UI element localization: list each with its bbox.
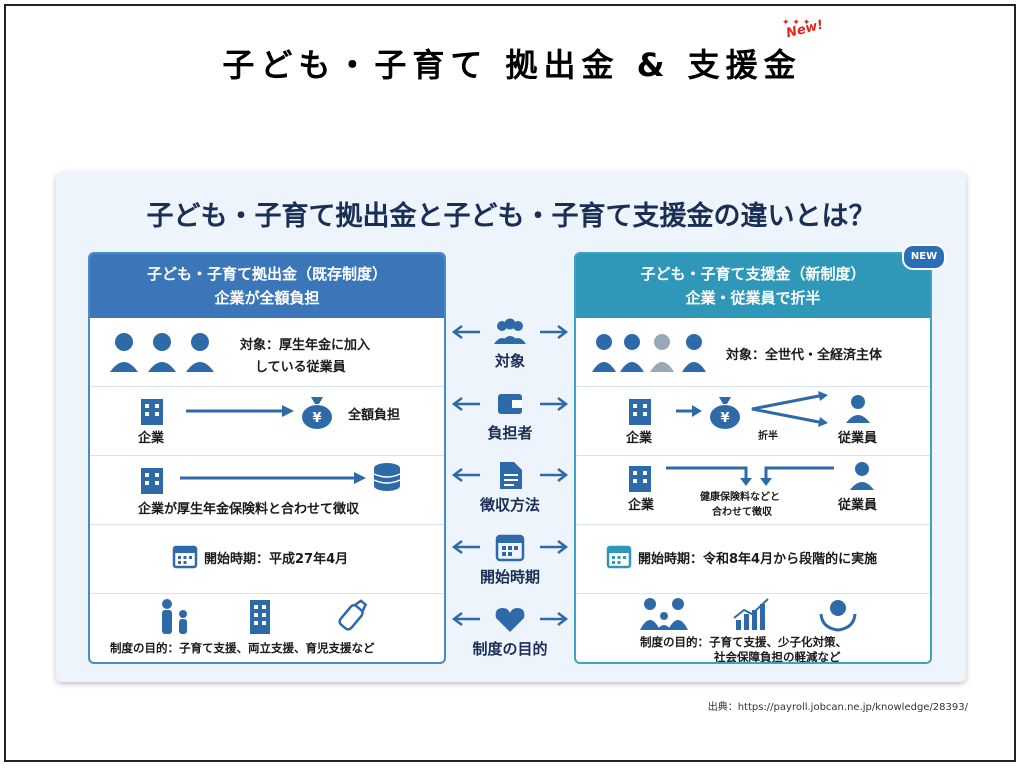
infographic: 子ども・子育て拠出金と子ども・子育て支援金の違いとは？ 子ども・子育て拠出金（既…: [56, 172, 966, 682]
right-panel-new: 子ども・子育て支援金（新制度） 企業・従業員で折半 対象：全世代・全経済主体 企…: [574, 252, 932, 664]
svg-text:¥: ¥: [312, 411, 321, 426]
parent-child-icon: [162, 599, 187, 634]
axis-label-burden: 負担者: [487, 424, 533, 442]
arrow-right-icon: [186, 405, 294, 417]
building-icon: [629, 399, 651, 425]
left-row-target: 対象：厚生年金に加入 している従業員: [90, 318, 444, 387]
building-icon: [141, 399, 163, 425]
axis-label-collection: 徴収方法: [479, 496, 540, 514]
left-row-collection: 企業が厚生年金保険料と合わせて徴収: [90, 456, 444, 525]
double-arrow-icon: [451, 318, 569, 344]
axis-item-target: 対象: [450, 310, 570, 380]
left-row-purpose: 制度の目的：子育て支援、両立支援、育児支援など: [90, 594, 444, 662]
left-panel-header: 子ども・子育て拠出金（既存制度） 企業が全額負担: [90, 254, 444, 318]
axis-item-start: 開始時期: [450, 526, 570, 596]
infographic-title: 子ども・子育て拠出金と子ども・子育て支援金の違いとは？: [146, 201, 876, 232]
svg-text:¥: ¥: [720, 411, 729, 426]
slide-title: 子ども・子育て 拠出金 & 支援金: [222, 46, 802, 84]
support-hands-icon: [819, 600, 857, 632]
money-bag-icon: ¥: [710, 397, 740, 429]
building-icon: [141, 468, 163, 494]
calendar-icon: [451, 534, 569, 562]
axis-label-start: 開始時期: [479, 568, 540, 586]
growth-chart-icon: [733, 598, 769, 630]
merge-arrow-icon: [666, 466, 834, 486]
person-icon: [850, 462, 874, 490]
document-icon: [451, 462, 569, 489]
sparkle-icon: ✦ ✦ ✦: [782, 18, 811, 28]
wallet-icon: [451, 394, 569, 414]
money-bag-icon: ¥: [302, 397, 332, 429]
axis-label-target: 対象: [494, 352, 525, 370]
office-building-icon: [250, 600, 270, 634]
source-citation: 出典：https://payroll.jobcan.ne.jp/knowledg…: [707, 702, 968, 713]
building-icon: [629, 466, 651, 492]
right-row-burden: 企業 ¥ 折半 従業員: [576, 387, 930, 456]
family-icon: [640, 598, 688, 630]
left-panel-existing: 子ども・子育て拠出金（既存制度） 企業が全額負担 対象：厚生年金に加入 している…: [88, 252, 446, 664]
axis-label-purpose: 制度の目的: [472, 640, 548, 658]
right-row-collection: 企業 健康保険料などと 合わせて徴収 従業員: [576, 456, 930, 525]
split-arrow-icon: [751, 391, 828, 427]
arrow-right-icon: [676, 405, 702, 417]
arrow-right-icon: [180, 472, 366, 484]
baby-bottle-icon: [338, 599, 368, 631]
left-row-burden: 企業 ¥ 全額負担: [90, 387, 444, 456]
employees-icon: [110, 333, 214, 372]
axis-item-collection: 徴収方法: [450, 454, 570, 524]
right-row-target: 対象：全世代・全経済主体: [576, 318, 930, 387]
all-generations-icon: [592, 334, 706, 372]
right-row-purpose: 制度の目的：子育て支援、少子化対策、 社会保障負担の軽減など: [576, 594, 930, 662]
heart-icon: [451, 608, 569, 632]
database-icon: [373, 463, 401, 491]
right-panel-header: 子ども・子育て支援金（新制度） 企業・従業員で折半: [576, 254, 930, 318]
new-badge: NEW: [902, 244, 946, 270]
calendar-icon: [172, 545, 198, 569]
calendar-icon: [606, 545, 632, 569]
axis-item-burden: 負担者: [450, 382, 570, 452]
person-icon: [846, 395, 870, 423]
right-row-start: 開始時期：令和8年4月から段階的に実施: [576, 525, 930, 594]
left-row-start: 開始時期：平成27年4月: [90, 525, 444, 594]
axis-item-purpose: 制度の目的: [450, 598, 570, 668]
